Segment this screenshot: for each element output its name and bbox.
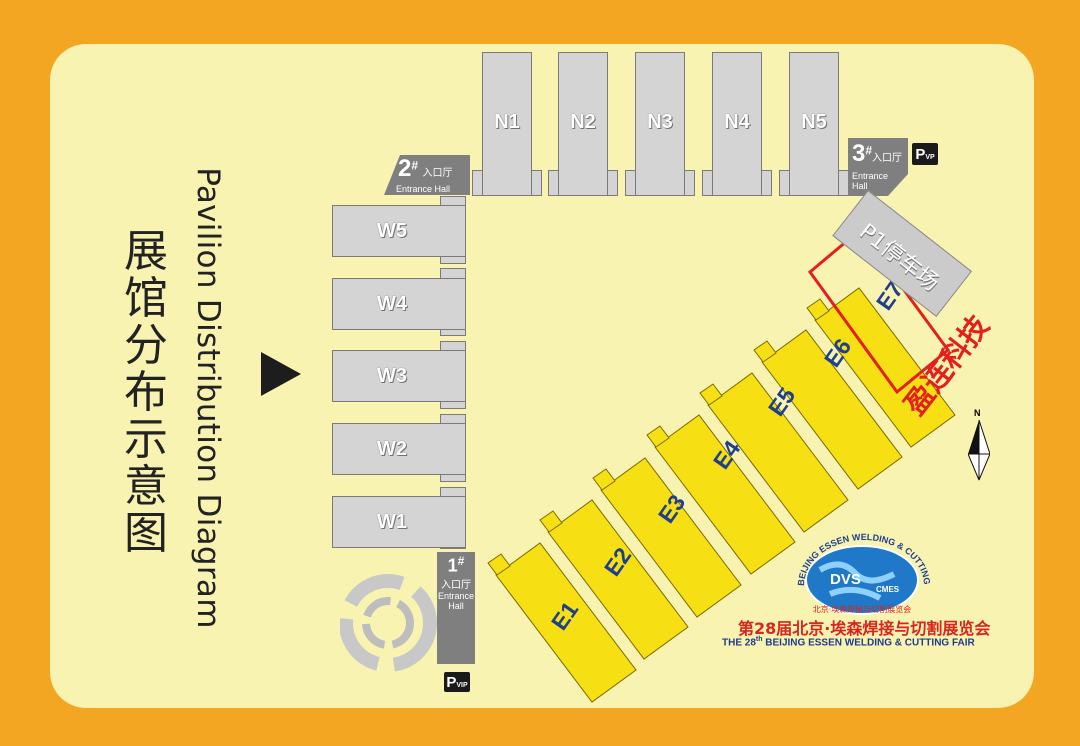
logo-cmes: CMES — [876, 585, 900, 594]
hall-n3[interactable]: N3 — [635, 52, 685, 196]
title-chinese: 展馆分布示意图 — [124, 226, 168, 559]
hall-e2[interactable] — [547, 499, 689, 660]
roundabout-icon — [340, 574, 437, 672]
fair-title-en: THE 28th BEIJING ESSEN WELDING & CUTTING… — [722, 636, 975, 649]
hall-w1[interactable]: W1 — [332, 496, 466, 548]
entrance-hall-1[interactable]: 1# 入口厅 Entrance Hall — [437, 552, 475, 664]
logo-ring-bottom: 北京·埃森焊接与切割展览会 — [813, 604, 912, 614]
hall-e1[interactable] — [495, 542, 637, 703]
fair-title-cn: 第28届北京·埃森焊接与切割展览会 — [738, 619, 991, 638]
hall-n2[interactable]: N2 — [558, 52, 608, 196]
logo-dvs: DVS — [830, 571, 861, 588]
hall-e3[interactable] — [600, 457, 742, 618]
hall-e5[interactable] — [707, 372, 849, 533]
fair-logo: BEIJING ESSEN WELDING & CUTTING DVS CMES… — [796, 532, 932, 615]
north-corridor — [470, 194, 860, 202]
hall-e6[interactable] — [761, 329, 903, 490]
entrance-hall-2[interactable]: 2# 入口厅 Entrance Hall — [384, 155, 470, 195]
hall-e4[interactable] — [654, 414, 796, 575]
hall-n4[interactable]: N4 — [712, 52, 762, 196]
hall-w3[interactable]: W3 — [332, 350, 466, 402]
arrow-right-icon — [261, 352, 301, 396]
hall-w5[interactable]: W5 — [332, 205, 466, 257]
hall-w2[interactable]: W2 — [332, 423, 466, 475]
hall-n5[interactable]: N5 — [789, 52, 839, 196]
hall-n1[interactable]: N1 — [482, 52, 532, 196]
hall-w4[interactable]: W4 — [332, 278, 466, 330]
